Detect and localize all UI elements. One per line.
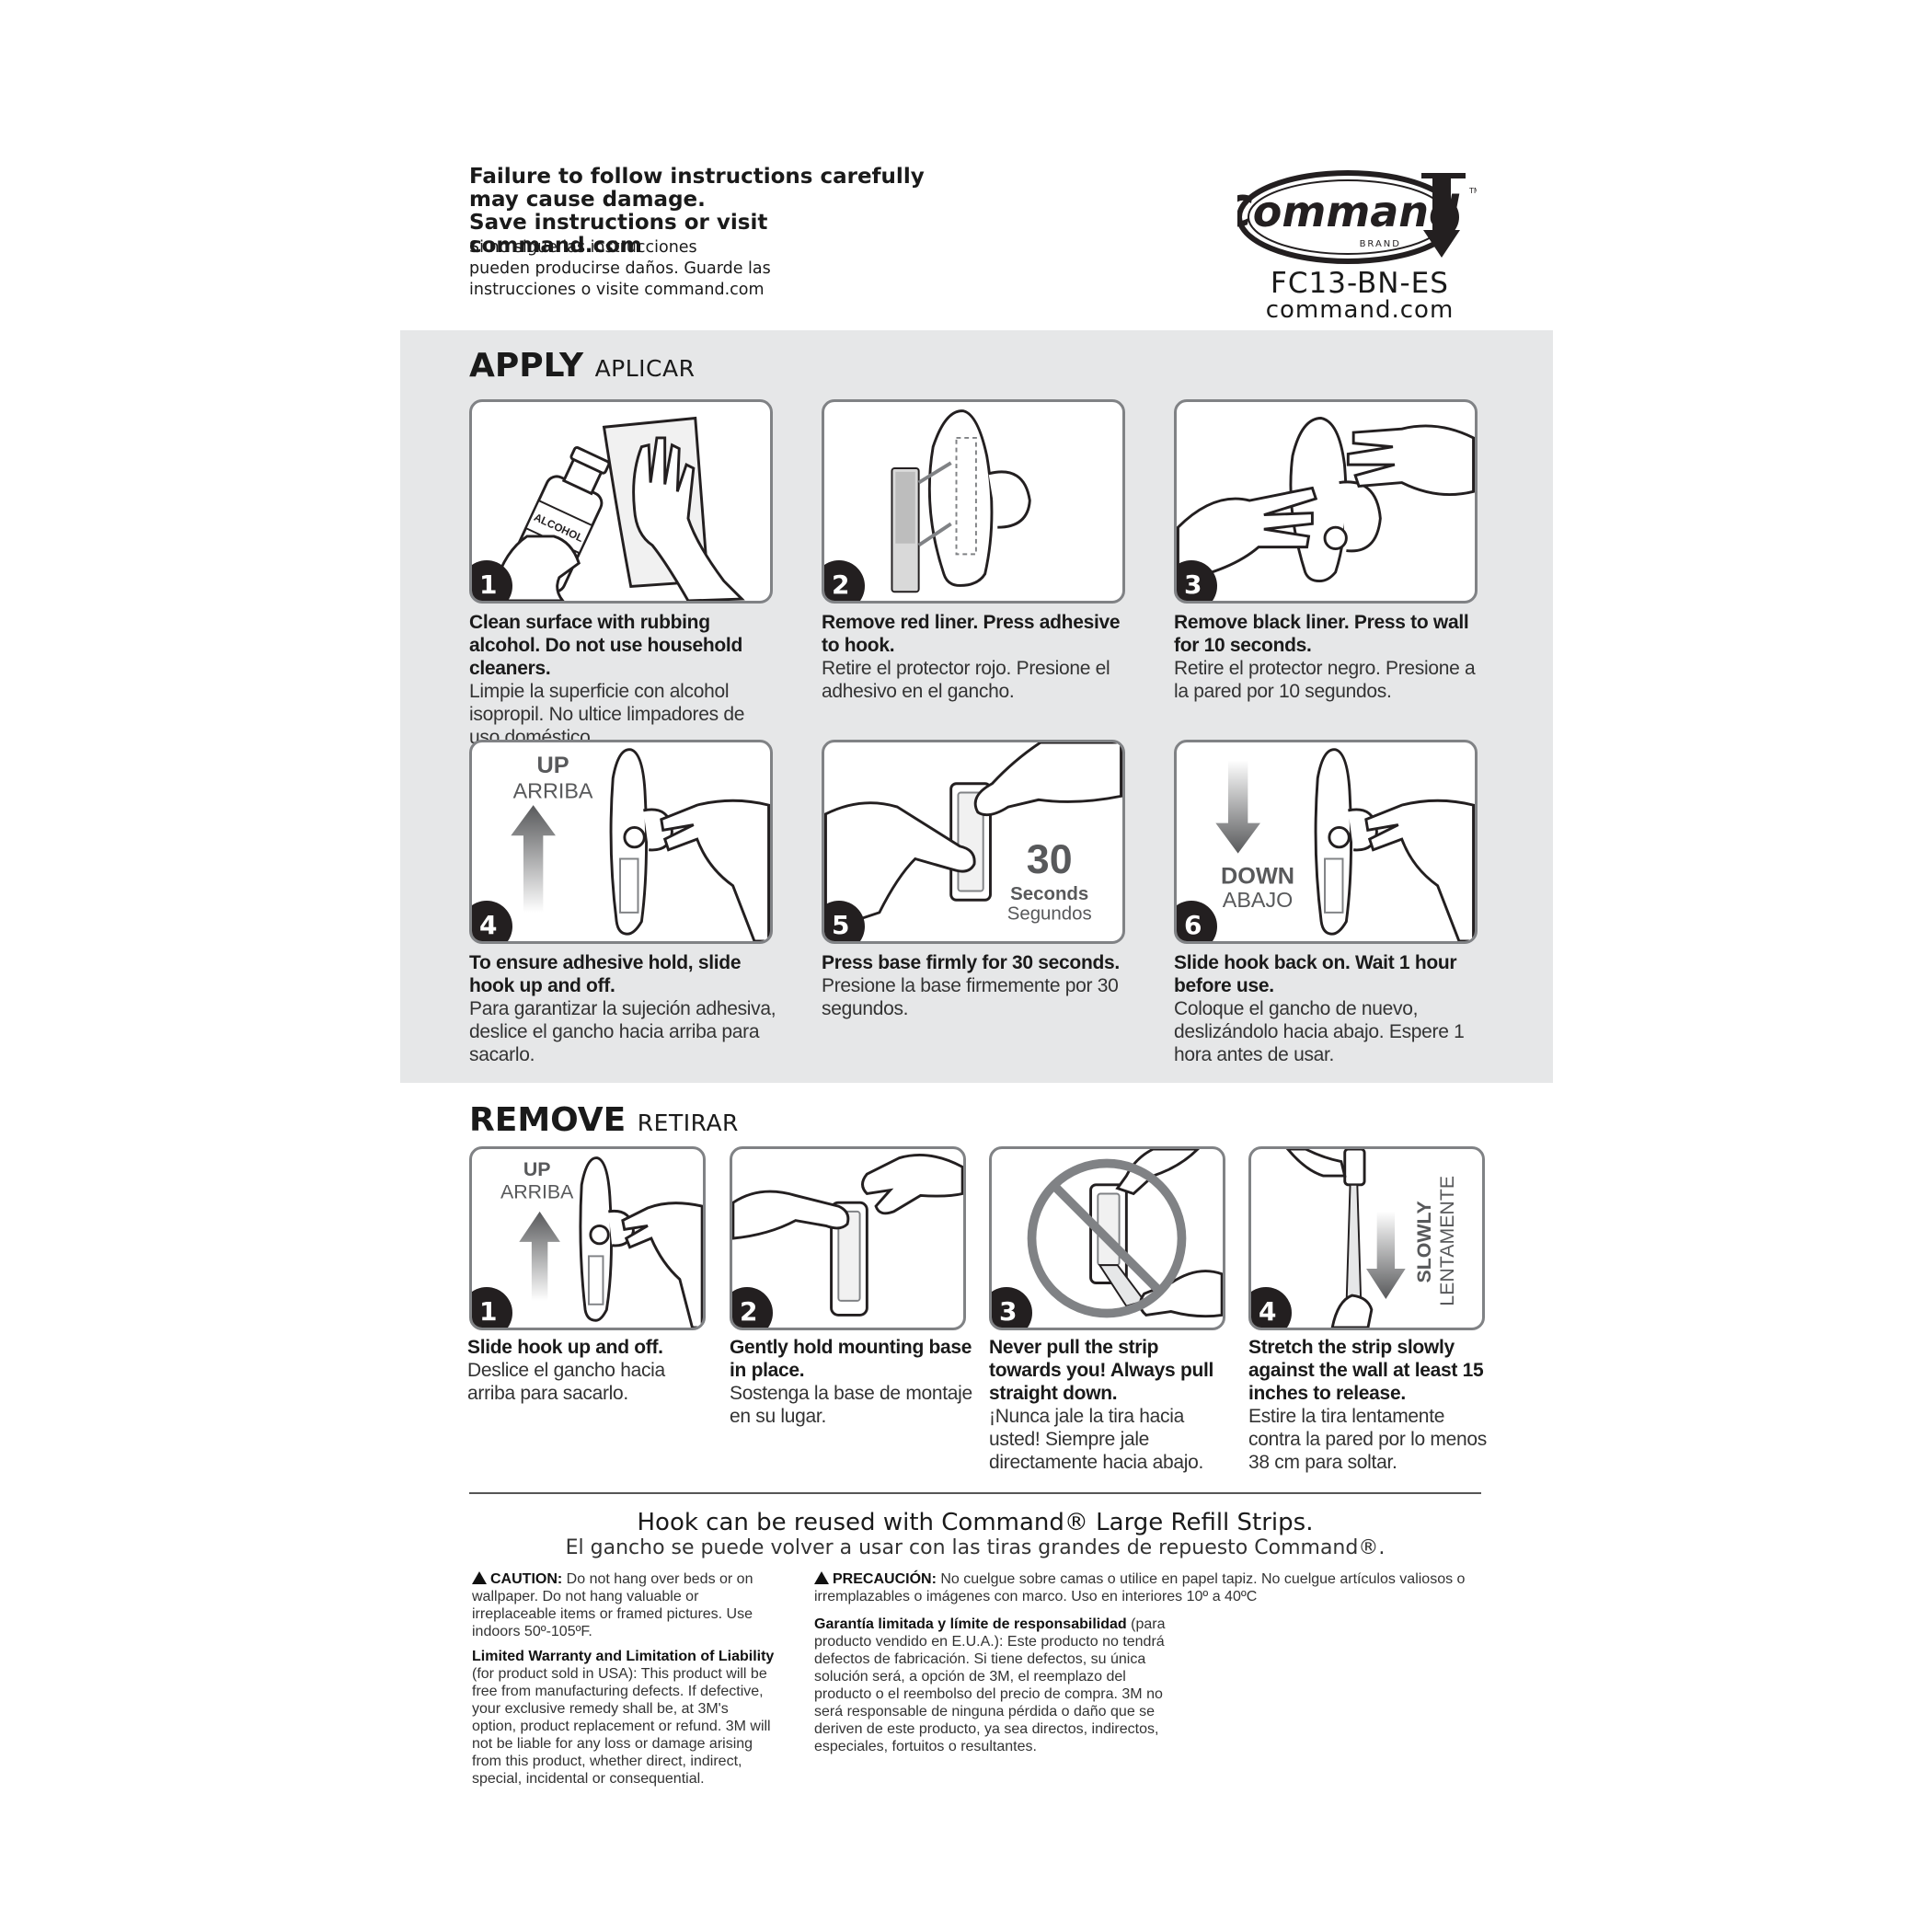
countdown-unit-en: Seconds (1010, 884, 1088, 904)
direction-label-en: UP (536, 753, 569, 778)
step-instruction-es: Para garantizar la sujeción adhesiva, de… (469, 998, 776, 1065)
step-instruction-es: Retire el protector negro. Presione a la… (1174, 658, 1476, 702)
step-instruction-es: Deslice el gancho hacia arriba para saca… (467, 1360, 665, 1404)
step-number-badge: 3 (992, 1287, 1032, 1328)
caution-text: No cuelgue sobre camas o utilice en pape… (814, 1571, 1466, 1604)
step-instruction-en: Slide hook back on. Wait 1 hour before u… (1174, 952, 1457, 996)
command-logo: Command BRAND TM (1222, 166, 1480, 267)
step-instruction-es: Limpie la superficie con alcohol isoprop… (469, 681, 745, 748)
step-instruction-es: ¡Nunca jale la tira hacia usted! Siempre… (989, 1406, 1203, 1473)
remove-step-4-illustration: SLOWLY LENTAMENTE 4 (1248, 1146, 1485, 1330)
warning-line: may cause damage. (469, 188, 706, 212)
warning-triangle-icon (472, 1571, 487, 1584)
warning-spanish: Si no sigue las instrucciones pueden pro… (469, 237, 856, 301)
countdown-number: 30 (1027, 836, 1073, 882)
step-number-badge: 4 (472, 901, 512, 941)
warning-line: pueden producirse daños. Guarde las (469, 259, 771, 278)
direction-label-es: LENTAMENTE (1436, 1176, 1458, 1306)
apply-step-5-illustration: 30 Seconds Segundos 5 (822, 740, 1125, 944)
step-instruction-es: Retire el protector rojo. Presione el ad… (822, 658, 1110, 702)
remove-step-3-illustration: 3 (989, 1146, 1225, 1330)
step-instruction-en: Never pull the strip towards you! Always… (989, 1337, 1214, 1404)
apply-step-4-illustration: UP ARRIBA 4 (469, 740, 773, 944)
caution-en: CAUTION: Do not hang over beds or on wal… (472, 1570, 776, 1640)
step-instruction-es: Sostenga la base de montaje en su lugar. (730, 1383, 972, 1427)
step-instruction-en: Clean surface with rubbing alcohol. Do n… (469, 612, 742, 679)
remove-step-1-illustration: UP ARRIBA 1 (469, 1146, 706, 1330)
remove-step-2-illustration: 2 (730, 1146, 966, 1330)
warning-line: instrucciones o visite command.com (469, 281, 765, 299)
direction-label-en: SLOWLY (1413, 1201, 1435, 1282)
step-instruction-es: Presione la base firmemente por 30 segun… (822, 975, 1119, 1019)
logo-wordmark: Command (1237, 187, 1460, 236)
website-url: command.com (1265, 296, 1455, 324)
apply-subtitle: APLICAR (594, 355, 696, 382)
reuse-note-es: El gancho se puede volver a usar con las… (565, 1536, 1386, 1559)
step-instruction-en: Slide hook up and off. (467, 1337, 663, 1358)
reuse-note-en: Hook can be reused with Command® Large R… (637, 1509, 1314, 1536)
apply-step-6-illustration: DOWN ABAJO 6 (1174, 740, 1478, 944)
warranty-label: Limited Warranty and Limitation of Liabi… (472, 1649, 775, 1664)
apply-step-1-illustration: ALCOHOL 1 (469, 399, 773, 604)
step-instruction-es: Estire la tira lentamente contra la pare… (1248, 1406, 1487, 1473)
step-number-badge: 1 (472, 1287, 512, 1328)
direction-label-es: ARRIBA (513, 778, 593, 802)
step-instruction-en: To ensure adhesive hold, slide hook up a… (469, 952, 742, 996)
remove-subtitle: RETIRAR (637, 1110, 739, 1136)
warranty-text: (para producto vendido en E.U.A.): Este … (814, 1616, 1166, 1754)
warning-triangle-icon (814, 1571, 829, 1584)
direction-label-es: ARRIBA (500, 1180, 574, 1202)
warranty-label: Garantía limitada y límite de responsabi… (814, 1616, 1127, 1632)
step-instruction-en: Stretch the strip slowly against the wal… (1248, 1337, 1484, 1404)
caution-es: PRECAUCIÓN: No cuelgue sobre camas o uti… (814, 1570, 1486, 1605)
direction-label-es: ABAJO (1223, 888, 1294, 912)
warning-line: Save instructions or visit command.com (469, 211, 768, 258)
product-code: FC13-BN-ES (1271, 267, 1449, 300)
warranty-text: (for product sold in USA): This product … (472, 1666, 771, 1787)
direction-label-en: UP (523, 1158, 551, 1180)
divider-line (469, 1492, 1481, 1494)
step-number-badge: 1 (472, 560, 512, 601)
step-instruction-es: Coloque el gancho de nuevo, deslizándolo… (1174, 998, 1465, 1065)
caution-text: Do not hang over beds or on wallpaper. D… (472, 1571, 753, 1639)
warranty-en: Limited Warranty and Limitation of Liabi… (472, 1648, 776, 1788)
warning-line: Failure to follow instructions carefully (469, 165, 925, 189)
fine-print-english: CAUTION: Do not hang over beds or on wal… (472, 1570, 776, 1788)
step-instruction-en: Press base firmly for 30 seconds. (822, 952, 1120, 973)
remove-title: REMOVE (469, 1101, 627, 1139)
step-instruction-en: Remove red liner. Press adhesive to hook… (822, 612, 1121, 656)
countdown-unit-es: Segundos (1007, 904, 1092, 925)
apply-step-2-illustration: 2 (822, 399, 1125, 604)
apply-step-3-illustration: 3 (1174, 399, 1478, 604)
apply-title: APPLY (469, 347, 584, 385)
caution-label: CAUTION: (490, 1571, 563, 1587)
warning-line: Si no sigue las instrucciones (469, 238, 697, 257)
warranty-es: Garantía limitada y límite de responsabi… (814, 1616, 1182, 1755)
caution-label: PRECAUCIÓN: (833, 1571, 937, 1587)
warning-english: Failure to follow instructions carefully… (469, 166, 948, 258)
step-instruction-en: Remove black liner. Press to wall for 10… (1174, 612, 1469, 656)
logo-tm: TM (1468, 187, 1477, 195)
remove-heading: REMOVE RETIRAR (469, 1102, 739, 1142)
logo-brand: BRAND (1360, 239, 1401, 249)
apply-heading: APPLY APLICAR (469, 348, 696, 387)
direction-label-en: DOWN (1221, 864, 1294, 890)
step-instruction-en: Gently hold mounting base in place. (730, 1337, 972, 1381)
